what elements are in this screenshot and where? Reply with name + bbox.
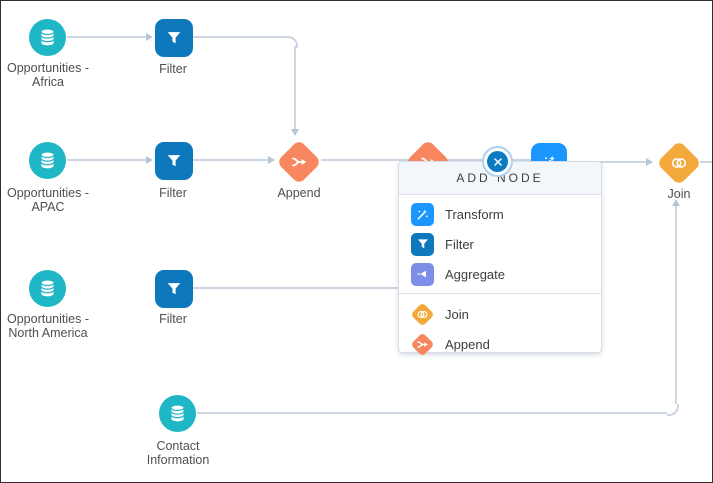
menu-item-label: Filter <box>445 236 474 252</box>
menu-item-label: Join <box>445 306 469 322</box>
dataset-icon <box>37 150 58 171</box>
edge-contact-v <box>675 206 677 404</box>
menu-item-aggregate[interactable]: Aggregate <box>399 259 601 289</box>
edge-filter-to-append-v <box>294 46 296 129</box>
popup-header: ADD NODE <box>399 162 601 195</box>
dataset-icon <box>167 403 188 424</box>
arrowhead <box>146 156 153 164</box>
edge-filter-na-out <box>193 287 601 289</box>
node-filter-africa[interactable] <box>155 19 193 57</box>
menu-item-filter[interactable]: Filter <box>399 229 601 259</box>
node-label: Opportunities -Africa <box>7 61 89 89</box>
menu-group-multi-ops: Join Append <box>399 293 601 359</box>
node-label: Opportunities -North America <box>7 312 89 340</box>
node-label: Join <box>667 187 691 201</box>
menu-item-transform[interactable]: Transform <box>399 199 601 229</box>
menu-item-append[interactable]: Append <box>399 329 601 359</box>
aggregate-icon <box>411 262 434 286</box>
edge-filter-to-append-h <box>193 36 286 38</box>
filter-icon <box>164 28 184 48</box>
transform-icon <box>411 202 434 226</box>
close-button[interactable] <box>482 146 513 177</box>
arrowhead <box>291 129 299 136</box>
node-contact-information[interactable] <box>159 395 196 432</box>
menu-item-label: Append <box>445 336 490 352</box>
node-label: Append <box>277 186 321 200</box>
menu-item-join[interactable]: Join <box>399 299 601 329</box>
node-filter-apac[interactable] <box>155 142 193 180</box>
edge-contact-h <box>197 412 667 414</box>
menu-item-label: Transform <box>445 206 504 222</box>
node-opportunities-africa[interactable] <box>29 19 66 56</box>
arrowhead <box>146 33 153 41</box>
node-label: Opportunities -APAC <box>7 186 89 214</box>
node-join[interactable] <box>656 140 702 186</box>
edge-append-out <box>321 159 413 161</box>
join-icon-tile <box>410 301 435 327</box>
filter-icon <box>411 232 434 256</box>
arrowhead <box>268 156 275 164</box>
close-icon <box>487 151 508 172</box>
edge-africa-to-filter <box>67 36 147 38</box>
append-icon <box>410 331 435 357</box>
edge-corner <box>667 404 679 416</box>
menu-item-label: Aggregate <box>445 266 505 282</box>
filter-icon <box>164 279 184 299</box>
node-label: Filter <box>159 186 187 200</box>
edge-to-join <box>567 161 647 163</box>
filter-icon <box>164 151 184 171</box>
append-icon-tile <box>410 331 435 357</box>
node-append[interactable] <box>276 139 322 185</box>
add-node-popup: ADD NODE Transform Filter Aggregate <box>398 161 602 357</box>
dataset-icon <box>37 27 58 48</box>
join-icon <box>668 152 690 174</box>
dataset-icon <box>37 278 58 299</box>
node-opportunities-north-america[interactable] <box>29 270 66 307</box>
menu-group-row-ops: Transform Filter Aggregate <box>399 195 601 289</box>
append-icon-glyph <box>415 337 430 352</box>
arrowhead <box>672 199 680 206</box>
node-filter-north-america[interactable] <box>155 270 193 308</box>
node-label: Filter <box>159 312 187 326</box>
popup-title: ADD NODE <box>456 171 544 185</box>
edge-apac-to-filter <box>67 159 146 161</box>
arrowhead <box>646 158 653 166</box>
node-opportunities-apac[interactable] <box>29 142 66 179</box>
join-icon-glyph <box>415 307 430 322</box>
edge-corner <box>286 36 298 48</box>
append-icon <box>288 151 310 173</box>
join-icon <box>410 301 435 327</box>
edge-join-out <box>700 161 712 163</box>
edge-filter-to-append <box>193 159 268 161</box>
node-label: Filter <box>159 62 187 76</box>
